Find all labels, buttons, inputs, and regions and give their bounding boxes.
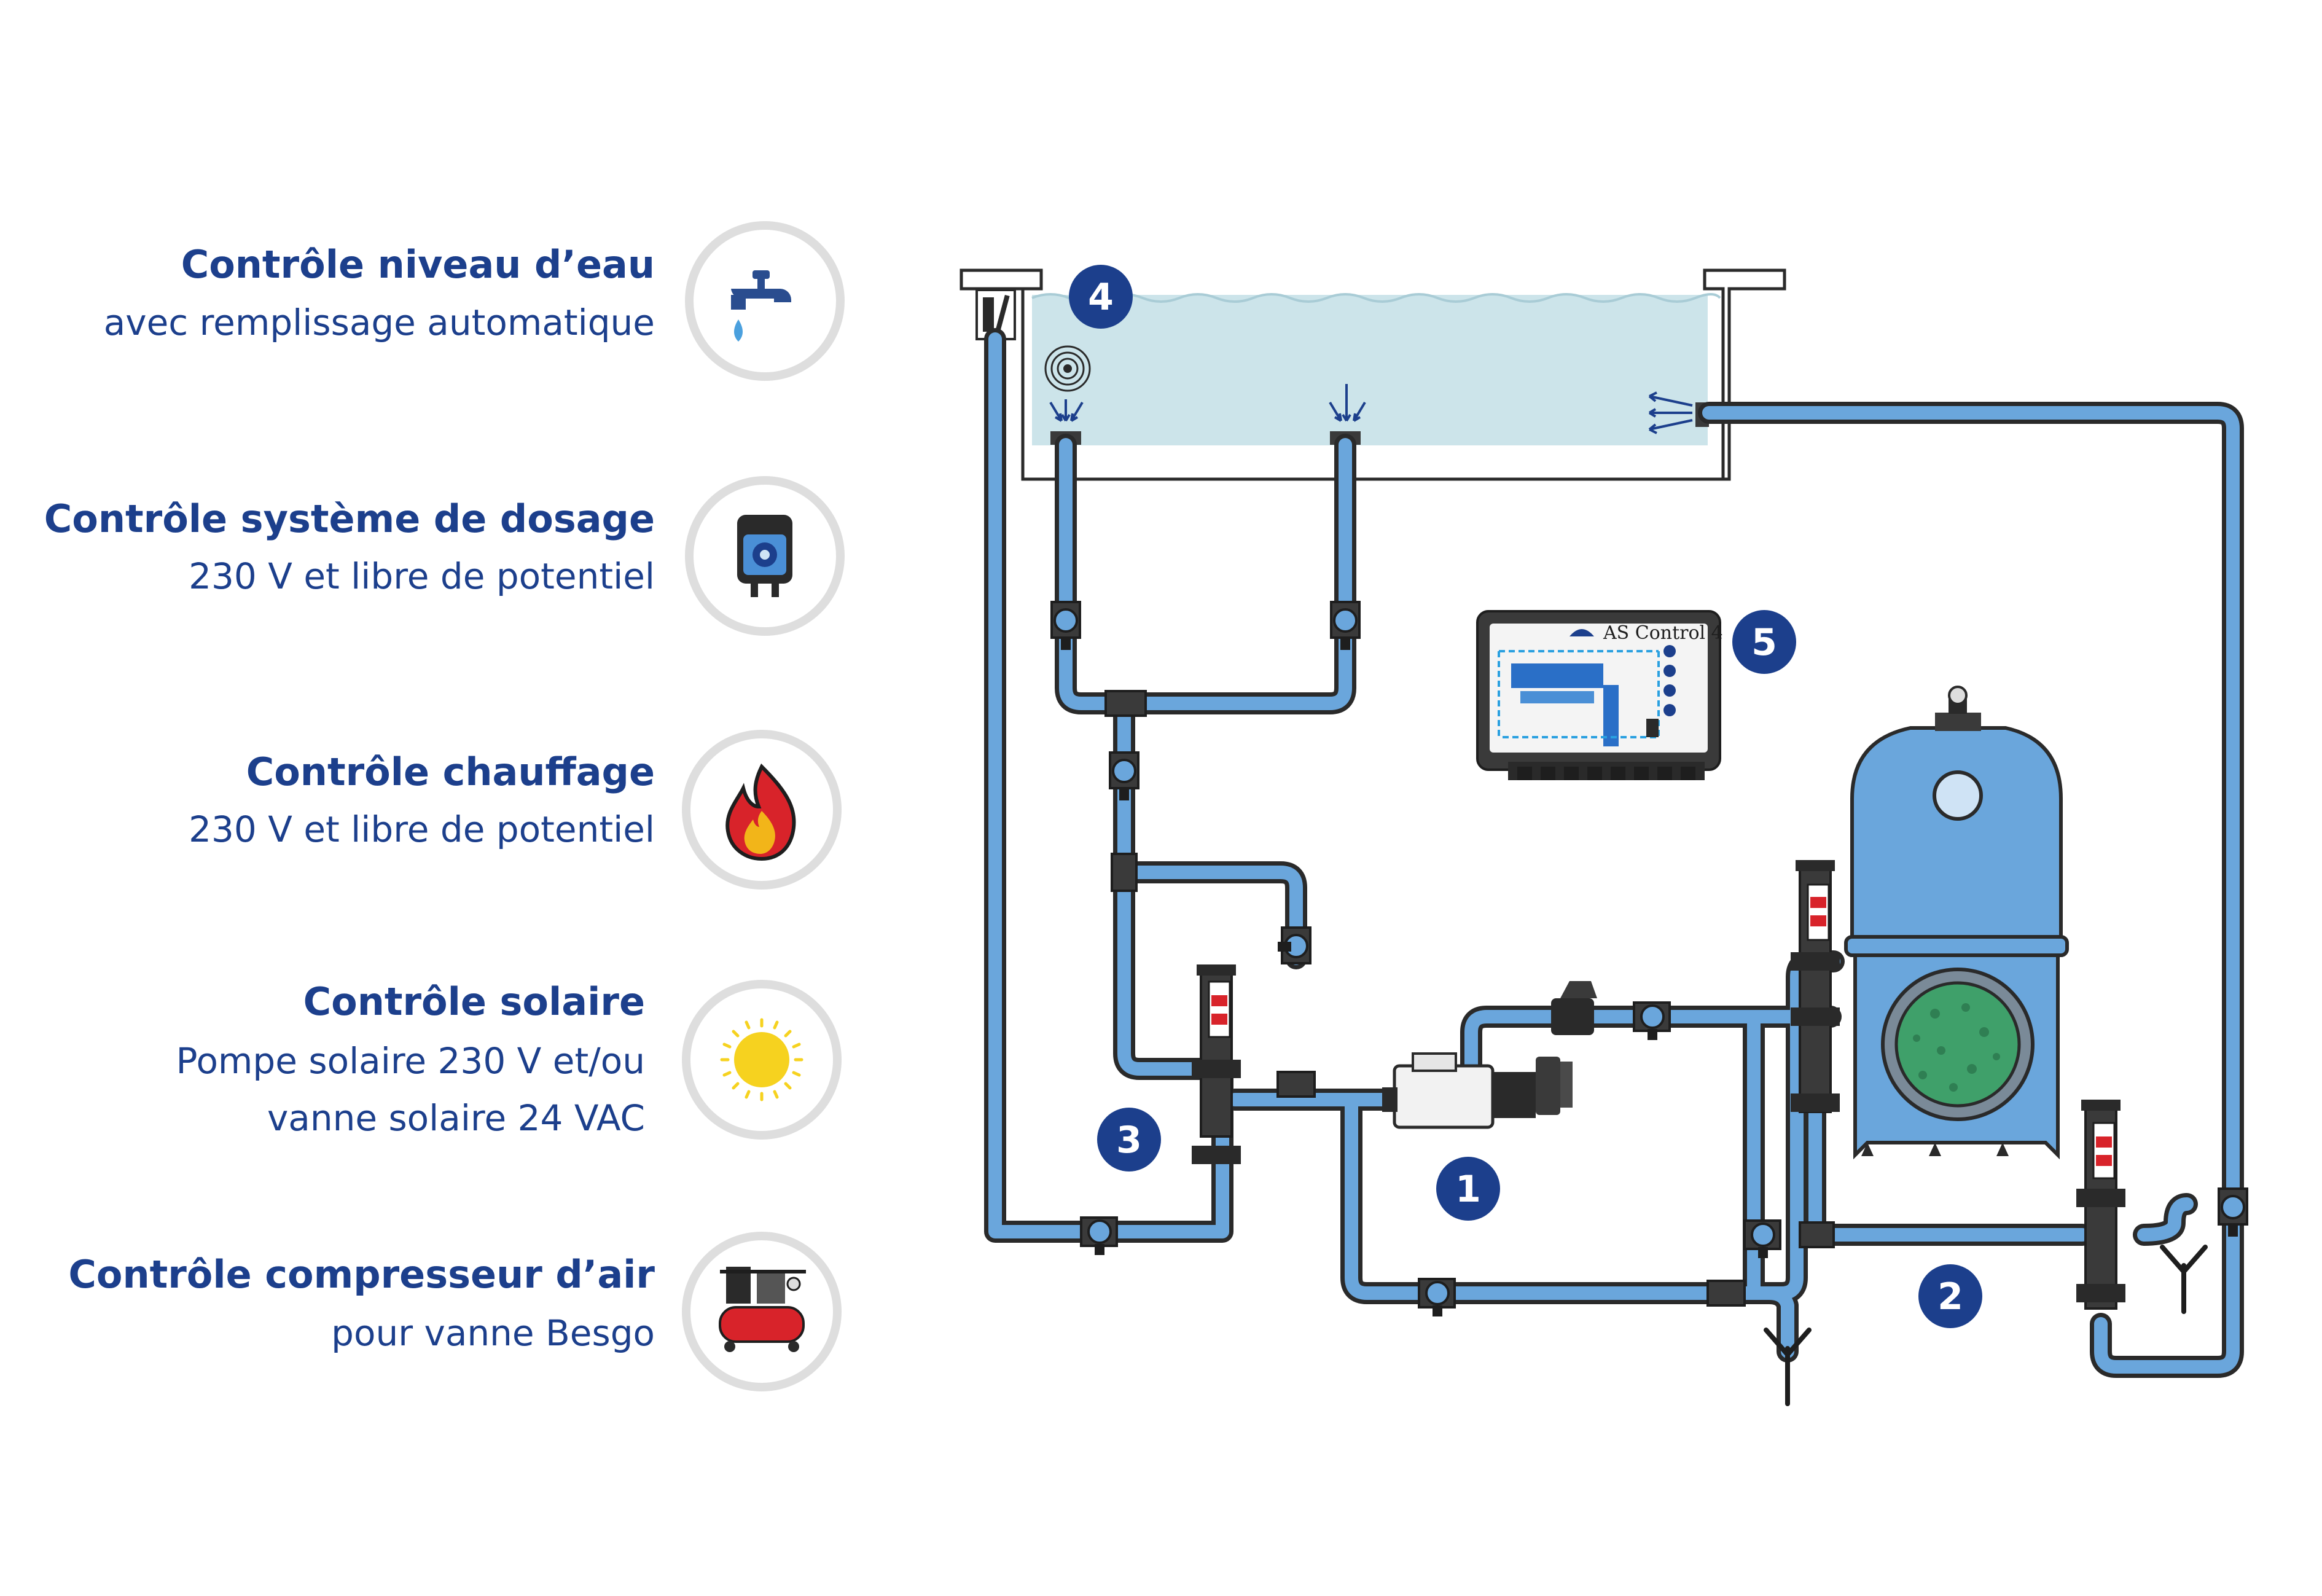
svg-text:1: 1: [1455, 1168, 1481, 1211]
tee-fitting: [1104, 690, 1147, 717]
water-tap-icon: [731, 270, 791, 342]
feature-title: Contrôle chauffage: [246, 749, 655, 794]
step-badge-5: 5: [1732, 610, 1796, 674]
svg-text:2: 2: [1937, 1275, 1963, 1318]
controller-label: AS Control 4: [1603, 622, 1723, 644]
circulation-pump: [1382, 1052, 1573, 1129]
feature-title: Contrôle système de dosage: [44, 496, 655, 541]
step-badge-2: 2: [1918, 1264, 1982, 1328]
ball-valve: [1050, 601, 1081, 650]
feature-subtitle: 230 V et libre de potentiel: [189, 555, 655, 597]
drain-outlet: [2160, 1245, 2208, 1314]
air-compressor-icon: [719, 1267, 806, 1352]
feature-compressor: Contrôle compresseur d’air pour vanne Be…: [68, 1232, 842, 1391]
ball-valve: [1330, 601, 1361, 650]
underwater-inlet: [1044, 345, 1091, 392]
ball-valve: [1633, 1001, 1671, 1040]
tee-fitting: [1111, 853, 1138, 892]
tee-fitting: [1799, 1221, 1835, 1248]
ball-valve: [2218, 1187, 2248, 1237]
svg-text:4: 4: [1088, 276, 1114, 319]
ball-valve: [1418, 1278, 1456, 1316]
sun-icon: [720, 1018, 803, 1101]
icon-circle: [685, 221, 845, 381]
step-badge-3: 3: [1097, 1108, 1161, 1172]
feature-list: Contrôle niveau d’eau avec remplissage a…: [44, 221, 845, 1391]
sand-filter: [1844, 686, 2069, 1160]
feature-title: Contrôle solaire: [303, 979, 645, 1024]
feature-heating: Contrôle chauffage 230 V et libre de pot…: [189, 730, 842, 890]
feature-subtitle: avec remplissage automatique: [104, 302, 655, 343]
feature-title: Contrôle niveau d’eau: [181, 242, 655, 287]
step-badge-1: 1: [1436, 1157, 1500, 1221]
svg-text:5: 5: [1751, 621, 1777, 664]
besgo-valve: [1791, 860, 1840, 1113]
tee-fitting: [1706, 1280, 1746, 1307]
feature-subtitle: Pompe solaire 230 V et/ou: [176, 1040, 645, 1082]
flame-icon: [725, 763, 796, 861]
feature-solar: Contrôle solaire Pompe solaire 230 V et/…: [176, 979, 842, 1140]
flow-arrows: [1049, 384, 1693, 434]
water-surface: [1031, 293, 1721, 303]
ball-valve: [1743, 1219, 1781, 1258]
feature-subtitle: 230 V et libre de potentiel: [189, 808, 655, 850]
tee-fitting: [1276, 1071, 1316, 1098]
dosing-pump-icon: [737, 515, 792, 597]
ball-valve: [1080, 1216, 1118, 1255]
check-valve: [1551, 981, 1597, 1035]
ball-valve: [1278, 926, 1312, 964]
pool-water: [1032, 295, 1708, 445]
besgo-valve: [1192, 964, 1241, 1164]
feature-subtitle: pour vanne Besgo: [331, 1312, 655, 1354]
feature-dosing: Contrôle système de dosage 230 V et libr…: [44, 476, 845, 636]
ball-valve: [1109, 751, 1140, 800]
drain-outlet: [1764, 1328, 1812, 1406]
fittings: [1050, 601, 2248, 1316]
as-control-4-unit: AS Control 4: [1476, 610, 1723, 780]
step-badge-4: 4: [1069, 265, 1133, 329]
besgo-valve: [2076, 1100, 2125, 1310]
svg-text:3: 3: [1116, 1119, 1142, 1162]
feature-subtitle-2: vanne solaire 24 VAC: [267, 1097, 645, 1139]
feature-water-level: Contrôle niveau d’eau avec remplissage a…: [104, 221, 845, 381]
feature-title: Contrôle compresseur d’air: [68, 1252, 655, 1297]
